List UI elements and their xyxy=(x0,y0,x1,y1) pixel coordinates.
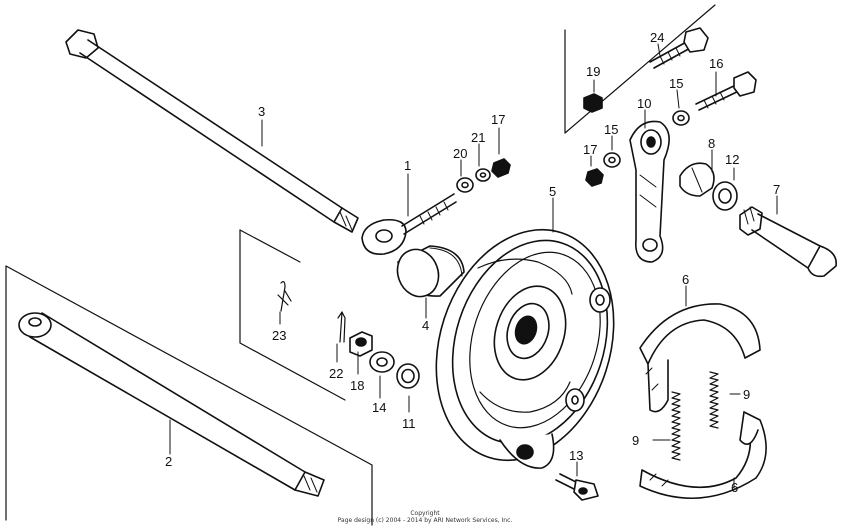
bolt-16 xyxy=(695,71,757,111)
cotter-pin-23 xyxy=(277,281,292,312)
part-label-17-middle: 17 xyxy=(583,142,597,157)
cotter-pin-22 xyxy=(337,311,346,343)
axle-long-lower xyxy=(18,312,325,497)
part-label-22: 22 xyxy=(329,366,343,381)
part-label-10: 10 xyxy=(637,96,651,111)
part-label-13: 13 xyxy=(569,448,583,463)
brake-panel-5 xyxy=(435,228,615,469)
washer-11 xyxy=(396,363,420,389)
part-label-17-upper: 17 xyxy=(491,112,505,127)
part-label-3: 3 xyxy=(258,104,265,119)
part-label-24: 24 xyxy=(650,30,664,45)
wear-indicator-8 xyxy=(679,162,715,197)
eye-bolt-1 xyxy=(361,193,457,255)
part-label-1: 1 xyxy=(404,158,411,173)
washer-14 xyxy=(369,351,395,373)
brake-arm-10 xyxy=(629,120,670,263)
seal-12 xyxy=(712,181,738,211)
washer-21 xyxy=(475,168,491,182)
brake-cam-7 xyxy=(739,206,837,278)
part-label-6-upper: 6 xyxy=(682,272,689,287)
spacer-collar-4 xyxy=(396,245,465,298)
part-label-15-middle: 15 xyxy=(604,122,618,137)
copyright-notice: Page design (c) 2004 - 2014 by ARI Netwo… xyxy=(337,517,513,524)
part-label-11: 11 xyxy=(402,416,416,431)
part-label-18: 18 xyxy=(350,378,364,393)
part-label-7: 7 xyxy=(773,182,780,197)
washer-15-middle xyxy=(603,152,621,168)
part-label-2: 2 xyxy=(165,454,172,469)
nut-17-middle xyxy=(585,168,604,187)
leader-lines xyxy=(169,43,778,489)
copyright-line: Copyright xyxy=(410,510,440,517)
spring-9-right xyxy=(709,371,719,429)
part-labels: 1 2 3 4 5 6 6 7 8 9 9 10 11 12 13 14 15 … xyxy=(165,30,780,495)
panel-outlines xyxy=(5,4,716,526)
washer-20 xyxy=(456,177,474,193)
nut-19 xyxy=(583,93,603,113)
part-label-14: 14 xyxy=(372,400,386,415)
part-label-8: 8 xyxy=(708,136,715,151)
part-label-6-lower: 6 xyxy=(731,480,738,495)
part-label-20: 20 xyxy=(453,146,467,161)
part-label-15-upper: 15 xyxy=(669,76,683,91)
part-label-9-left: 9 xyxy=(632,433,639,448)
bolt-13 xyxy=(555,473,599,501)
spring-9-left xyxy=(671,391,681,461)
part-label-5: 5 xyxy=(549,184,556,199)
brake-shoe-upper xyxy=(639,303,761,413)
part-label-19: 19 xyxy=(586,64,600,79)
copyright-footer: Copyright Page design (c) 2004 - 2014 by… xyxy=(0,510,850,524)
bolt-24 xyxy=(649,27,709,69)
part-label-4: 4 xyxy=(422,318,429,333)
brake-shoe-lower xyxy=(639,411,767,500)
axle-long-upper xyxy=(65,29,359,233)
nut-17-upper xyxy=(491,158,511,178)
part-label-21: 21 xyxy=(471,130,485,145)
part-label-12: 12 xyxy=(725,152,739,167)
washer-15-upper xyxy=(672,110,690,126)
castle-nut-18 xyxy=(349,331,373,357)
part-label-23: 23 xyxy=(272,328,286,343)
part-label-16: 16 xyxy=(709,56,723,71)
part-label-9-right: 9 xyxy=(743,387,750,402)
